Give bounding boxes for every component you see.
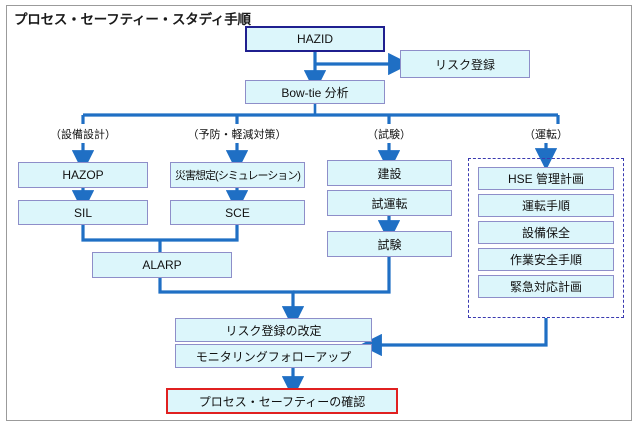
node-construction[interactable]: 建設 bbox=[327, 160, 452, 186]
node-bowtie[interactable]: Bow-tie 分析 bbox=[245, 80, 385, 104]
branch-label-prevention-mitigation: （予防・軽減対策） bbox=[187, 129, 287, 141]
node-risk-register-revision[interactable]: リスク登録の改定 bbox=[175, 318, 372, 342]
operation-group-container bbox=[468, 158, 624, 318]
node-alarp[interactable]: ALARP bbox=[92, 252, 232, 278]
node-commissioning[interactable]: 試運転 bbox=[327, 190, 452, 216]
node-hazop[interactable]: HAZOP bbox=[18, 162, 148, 188]
branch-label-test: （試験） bbox=[367, 129, 411, 141]
node-sil[interactable]: SIL bbox=[18, 200, 148, 225]
node-sce[interactable]: SCE bbox=[170, 200, 305, 225]
node-process-safety-confirmation[interactable]: プロセス・セーフティーの確認 bbox=[166, 388, 398, 414]
ops-item-hse-management-plan[interactable]: HSE 管理計画 bbox=[478, 167, 614, 190]
branch-label-operation: （運転） bbox=[524, 129, 568, 141]
node-hazid[interactable]: HAZID bbox=[245, 26, 385, 52]
ops-item-operating-procedure[interactable]: 運転手順 bbox=[478, 194, 614, 217]
node-risk-register[interactable]: リスク登録 bbox=[400, 50, 530, 78]
node-disaster-simulation[interactable]: 災害想定(シミュレーション) bbox=[170, 162, 305, 188]
ops-item-work-safety-procedure[interactable]: 作業安全手順 bbox=[478, 248, 614, 271]
branch-label-equipment-design: （設備設計） bbox=[50, 129, 116, 141]
page-title: プロセス・セーフティー・スタディ手順 bbox=[14, 12, 251, 27]
node-monitoring-followup[interactable]: モニタリングフォローアップ bbox=[175, 344, 372, 368]
node-testing[interactable]: 試験 bbox=[327, 231, 452, 257]
ops-item-emergency-response-plan[interactable]: 緊急対応計画 bbox=[478, 275, 614, 298]
ops-item-equipment-maintenance[interactable]: 設備保全 bbox=[478, 221, 614, 244]
